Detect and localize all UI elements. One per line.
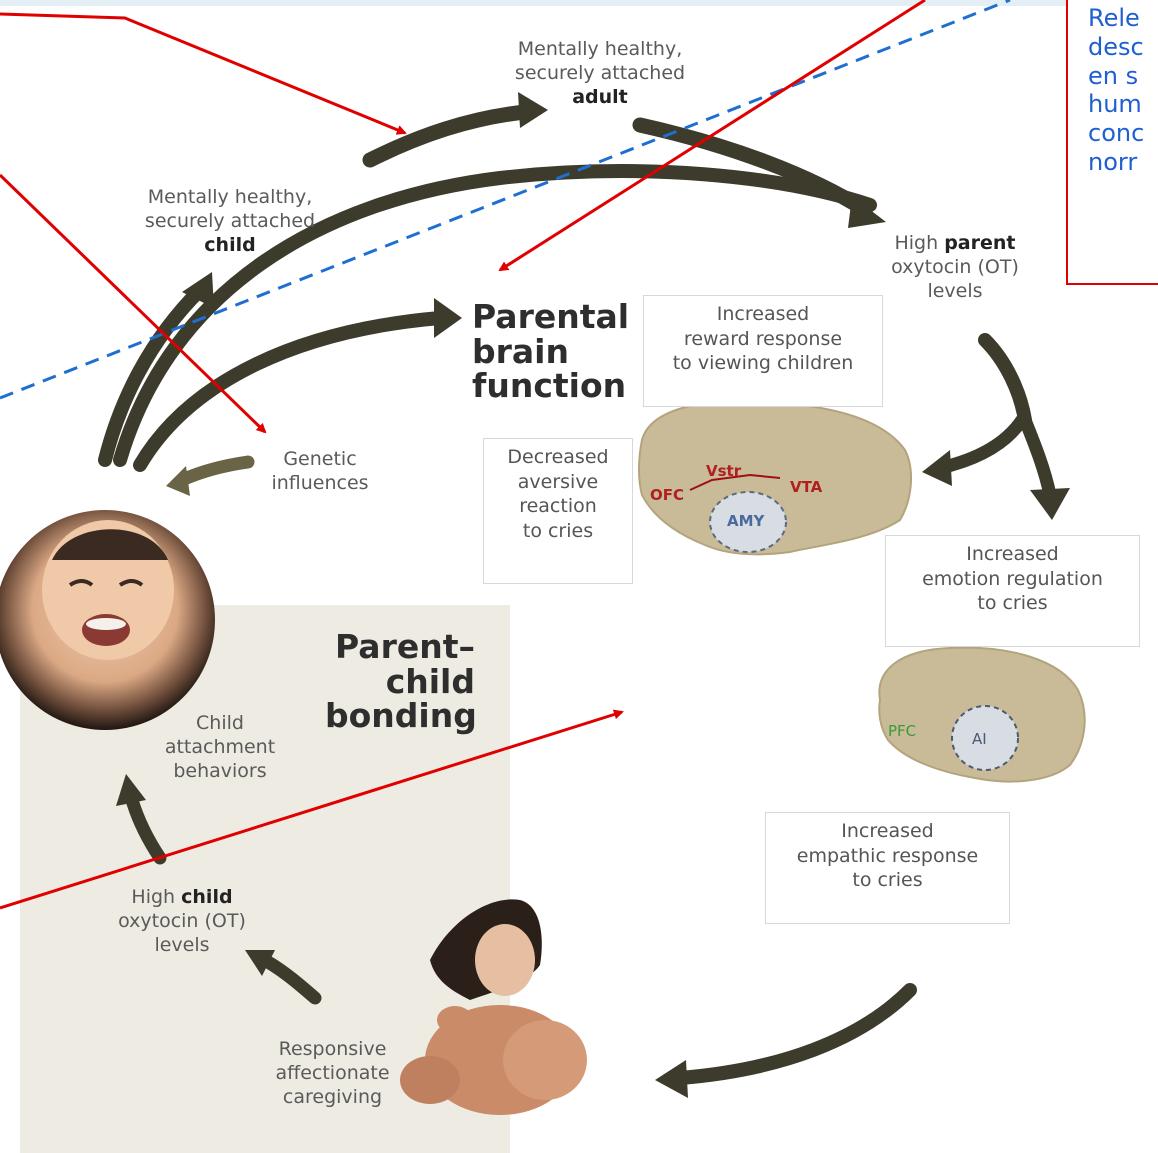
arrow-split-down-head: [1030, 488, 1070, 520]
label-child-ot: High child oxytocin (OT) levels: [92, 886, 272, 957]
arrow-genetic: [182, 462, 248, 480]
label-attachment: Child attachment behaviors: [145, 712, 295, 783]
label-child-top: Mentally healthy, securely attached chil…: [100, 186, 360, 257]
label-genetic: Genetic influences: [250, 448, 390, 496]
label-parent-ot: High parent oxytocin (OT) levels: [865, 232, 1045, 303]
red-line-1: [0, 14, 405, 133]
arrow-split-left: [940, 420, 1022, 468]
label-caregiving: Responsive affectionate caregiving: [245, 1038, 420, 1109]
region-vstr: Vstr: [706, 462, 741, 480]
box-reward: Increased reward response to viewing chi…: [643, 295, 883, 407]
arrow-to-parental-brain-head: [434, 298, 462, 338]
top-border-strip: [0, 0, 1158, 6]
region-pfc: PFC: [888, 722, 916, 740]
region-amy: AMY: [727, 512, 764, 530]
region-ofc: OFC: [650, 486, 684, 504]
arrow-to-adult: [370, 112, 525, 160]
arrow-to-caregiving: [680, 990, 910, 1078]
arrow-split-left-head: [922, 450, 952, 486]
arrow-parent-ot-down: [985, 340, 1025, 420]
arrow-split-down: [1025, 420, 1050, 495]
region-vta: VTA: [790, 478, 822, 496]
label-bonding: Parent– child bonding: [325, 630, 475, 734]
box-emotion: Increased emotion regulation to cries: [885, 535, 1140, 647]
label-parental-brain: Parental brain function: [472, 300, 629, 404]
box-aversive: Decreased aversive reaction to cries: [483, 438, 633, 584]
baby-photo: [0, 510, 215, 730]
annotation-note: Rele desc en s hum conc norr: [1066, 0, 1158, 285]
box-empathic: Increased empathic response to cries: [765, 812, 1010, 924]
region-ai: AI: [972, 730, 987, 748]
arrow-genetic-head: [166, 466, 190, 496]
arrow-to-caregiving-head: [655, 1060, 688, 1098]
label-adult: Mentally healthy, securely attached adul…: [475, 38, 725, 109]
